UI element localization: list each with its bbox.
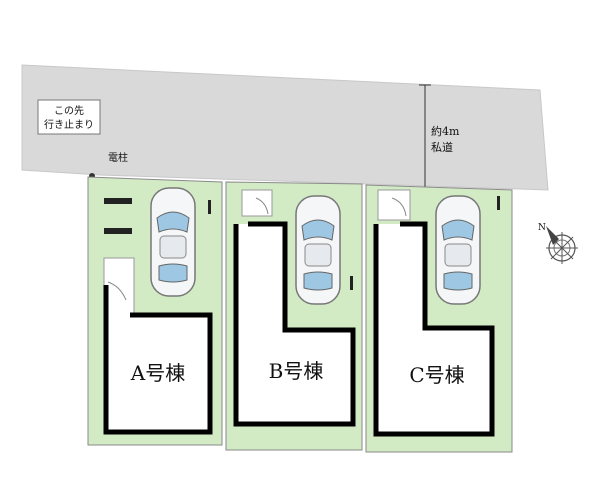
- car-icon-c: [435, 195, 481, 305]
- compass-icon: N: [538, 223, 578, 264]
- road-width-dimension: 約4m 私道: [419, 84, 460, 190]
- road-name-label: 私道: [431, 140, 453, 154]
- utility-pole-label: 電柱: [108, 151, 128, 164]
- car-icon-a: [150, 187, 196, 297]
- lot-b-label: B号棟: [269, 359, 324, 383]
- car-icon-b: [295, 195, 341, 305]
- private-road: [21, 64, 549, 191]
- dead-end-sign: この先 行き止まり: [37, 99, 101, 135]
- sign-line-2: 行き止まり: [44, 118, 94, 131]
- compass-north-label: N: [538, 223, 546, 233]
- sign-line-1: この先: [54, 105, 84, 117]
- lot-a-label: A号棟: [130, 361, 185, 385]
- lot-b: B号棟: [225, 181, 363, 451]
- road-width-label: 約4m: [431, 124, 460, 138]
- lot-c-label: C号棟: [409, 363, 464, 387]
